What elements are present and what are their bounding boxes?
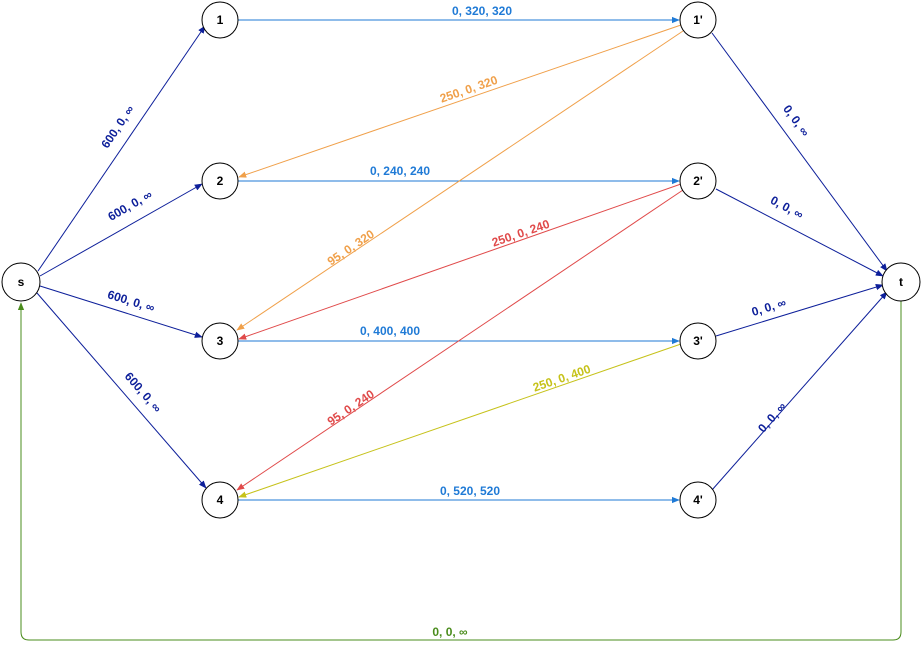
node-label-2-prime: 2' xyxy=(693,174,703,188)
node-1-prime: 1' xyxy=(679,1,717,39)
edge-label-2p-3: 250, 0, 240 xyxy=(490,217,552,250)
edge-label-1-1p: 0, 320, 320 xyxy=(452,4,512,18)
edge-s-4: 600, 0, ∞ xyxy=(36,292,207,489)
node-t: t xyxy=(881,262,921,302)
edge-2-2p: 0, 240, 240 xyxy=(238,164,680,185)
edge-4p-t: 0, 0, ∞ xyxy=(711,291,888,491)
edge-label-1p-2: 250, 0, 320 xyxy=(438,73,500,106)
node-label-4-prime: 4' xyxy=(693,493,703,507)
edge-s-3: 600, 0, ∞ xyxy=(39,285,203,338)
edge-label-2-2p: 0, 240, 240 xyxy=(370,164,430,178)
edge-label-s-3: 600, 0, ∞ xyxy=(106,287,157,315)
edge-3p-4: 250, 0, 400 xyxy=(238,343,682,498)
node-label-3: 3 xyxy=(217,334,224,348)
edge-label-1p-t: 0, 0, ∞ xyxy=(780,102,812,139)
edge-label-s-4: 600, 0, ∞ xyxy=(122,369,164,415)
edge-label-t-s: 0, 0, ∞ xyxy=(432,625,467,639)
edge-s-2: 600, 0, ∞ xyxy=(39,183,203,277)
node-label-s: s xyxy=(18,275,25,289)
edge-1p-t: 0, 0, ∞ xyxy=(711,32,888,272)
edge-1-1p: 0, 320, 320 xyxy=(238,4,680,24)
edge-4-4p: 0, 520, 520 xyxy=(238,484,680,504)
edge-2p-t: 0, 0, ∞ xyxy=(715,188,884,277)
edge-t-s: 0, 0, ∞ xyxy=(17,300,902,641)
edge-3p-t: 0, 0, ∞ xyxy=(715,284,884,337)
edge-label-4p-t: 0, 0, ∞ xyxy=(755,399,789,435)
node-label-3-prime: 3' xyxy=(693,334,703,348)
node-label-1: 1 xyxy=(217,13,224,27)
node-label-1-prime: 1' xyxy=(693,13,703,27)
node-label-t: t xyxy=(899,275,903,289)
node-s: s xyxy=(1,262,41,302)
edge-label-s-2: 600, 0, ∞ xyxy=(105,187,154,223)
edge-2p-4: 95, 0, 240 xyxy=(236,189,684,491)
node-2-prime: 2' xyxy=(679,162,717,200)
edge-label-4-4p: 0, 520, 520 xyxy=(440,484,500,498)
edge-3-3p: 0, 400, 400 xyxy=(238,324,680,345)
edge-s-1: 600, 0, ∞ xyxy=(37,25,206,272)
edge-label-2p-4: 95, 0, 240 xyxy=(325,387,377,429)
node-1: 1 xyxy=(201,1,239,39)
edge-label-3-3p: 0, 400, 400 xyxy=(360,324,420,338)
node-4: 4 xyxy=(201,481,239,519)
edge-label-1p-3: 95, 0, 320 xyxy=(325,227,377,269)
node-2: 2 xyxy=(201,162,239,200)
node-3-prime: 3' xyxy=(679,322,717,360)
node-3: 3 xyxy=(201,322,239,360)
node-label-4: 4 xyxy=(217,493,224,507)
edge-label-2p-t: 0, 0, ∞ xyxy=(768,193,806,222)
edge-1p-2: 250, 0, 320 xyxy=(238,24,682,178)
node-4-prime: 4' xyxy=(679,481,717,519)
edge-label-s-1: 600, 0, ∞ xyxy=(98,103,137,151)
node-label-2: 2 xyxy=(217,174,224,188)
edge-2p-3: 250, 0, 240 xyxy=(238,183,682,340)
